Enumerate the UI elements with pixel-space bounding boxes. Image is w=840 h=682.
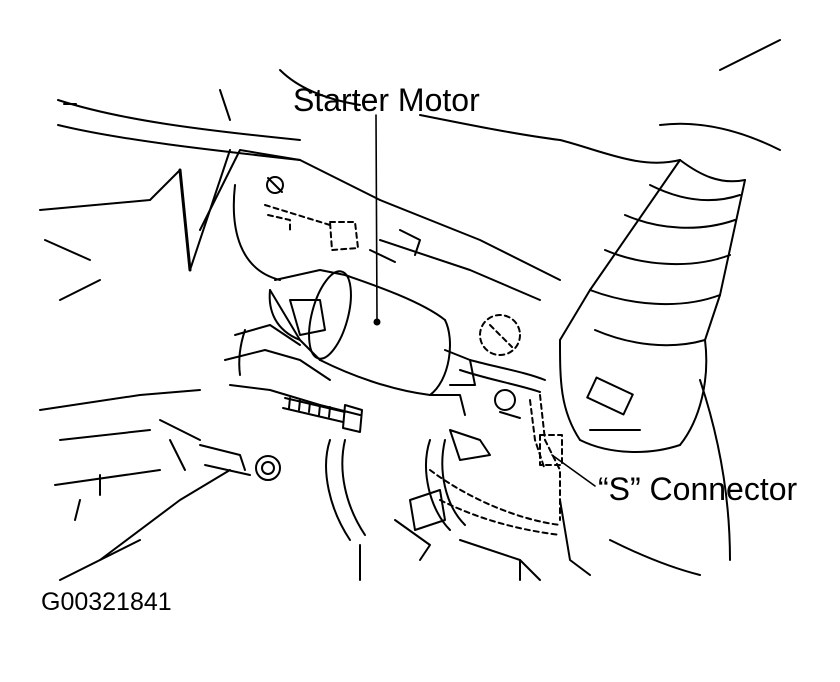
s-connector-leader-line <box>551 454 596 487</box>
starter-motor-leader-line <box>375 114 378 321</box>
wiring-harness <box>325 359 591 581</box>
s-connector-label: “S” Connector <box>598 471 798 507</box>
hidden-part-outlines <box>264 204 563 536</box>
engine-frame-lines <box>39 39 781 581</box>
misc-hardware <box>159 176 421 481</box>
callout-leaders <box>375 114 596 487</box>
starter-motor-label: Starter Motor <box>293 82 480 118</box>
figure-id: G00321841 <box>41 588 172 616</box>
intake-hose <box>559 159 746 453</box>
mounting-bolt <box>282 397 363 433</box>
starter-motor <box>224 269 476 416</box>
